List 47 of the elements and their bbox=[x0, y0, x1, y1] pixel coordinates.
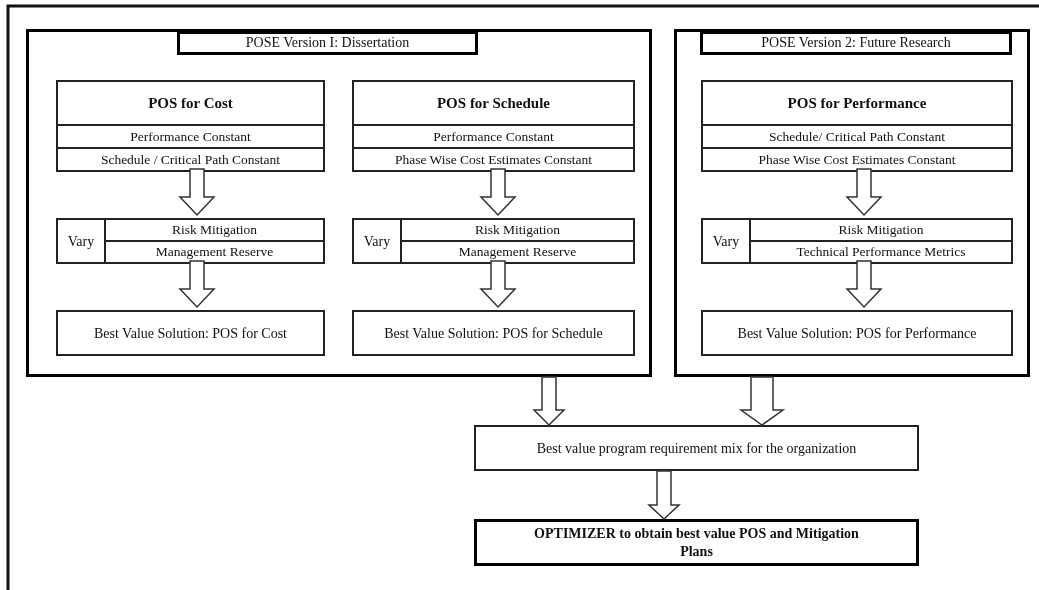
block-arrow bbox=[178, 260, 216, 309]
vary-label: Vary bbox=[67, 232, 95, 251]
group-frame bbox=[674, 29, 1030, 377]
pos-box bbox=[701, 80, 1013, 172]
result-text: Best value program requirement mix for the organization bbox=[536, 439, 857, 457]
group-title: POSE Version I: Dissertation bbox=[177, 31, 478, 55]
block-arrow bbox=[479, 260, 517, 309]
constraint-text: Performance Constant bbox=[130, 129, 251, 144]
vary-label: Vary bbox=[712, 232, 740, 251]
result-box bbox=[56, 310, 325, 356]
vary-label: Vary bbox=[363, 232, 391, 251]
result-box bbox=[701, 310, 1013, 356]
vary-box bbox=[56, 218, 325, 264]
variable-text: Management Reserve bbox=[458, 245, 577, 259]
variable-text: Technical Performance Metrics bbox=[796, 245, 966, 259]
group-frame bbox=[26, 29, 652, 377]
block-arrow bbox=[532, 376, 566, 427]
block-arrow bbox=[479, 168, 517, 217]
optimizer-text: OPTIMIZER to obtain best value POS and Mitigation Plans bbox=[533, 524, 860, 561]
constraint-text: Phase Wise Cost Estimates Constant bbox=[394, 152, 593, 167]
block-arrow bbox=[845, 260, 883, 309]
result-box bbox=[352, 310, 635, 356]
variable-text: Risk Mitigation bbox=[838, 223, 924, 237]
variable-text: Risk Mitigation bbox=[171, 223, 258, 237]
constraint-text: Phase Wise Cost Estimates Constant bbox=[758, 152, 956, 167]
result-text: Best Value Solution: POS for Schedule bbox=[384, 324, 603, 342]
constraint-text: Performance Constant bbox=[433, 129, 554, 144]
box-heading: POS for Cost bbox=[148, 93, 233, 113]
result-box bbox=[474, 425, 919, 471]
vary-box bbox=[701, 218, 1013, 264]
pos-box bbox=[56, 80, 325, 172]
constraint-text: Schedule/ Critical Path Constant bbox=[769, 129, 945, 144]
box-heading: POS for Performance bbox=[787, 93, 927, 113]
result-text: Best Value Solution: POS for Cost bbox=[93, 324, 287, 342]
box-heading: POS for Schedule bbox=[436, 93, 551, 113]
block-arrow bbox=[738, 376, 786, 426]
constraint-text: Schedule / Critical Path Constant bbox=[100, 152, 281, 167]
variable-text: Management Reserve bbox=[155, 245, 274, 259]
block-arrow bbox=[178, 168, 216, 217]
vary-box bbox=[352, 218, 635, 264]
optimizer-box bbox=[474, 519, 919, 566]
block-arrow bbox=[845, 168, 883, 217]
result-text: Best Value Solution: POS for Performance bbox=[737, 324, 977, 342]
block-arrow bbox=[647, 470, 681, 521]
group-title: POSE Version 2: Future Research bbox=[700, 31, 1012, 55]
pos-box bbox=[352, 80, 635, 172]
variable-text: Risk Mitigation bbox=[474, 223, 561, 237]
